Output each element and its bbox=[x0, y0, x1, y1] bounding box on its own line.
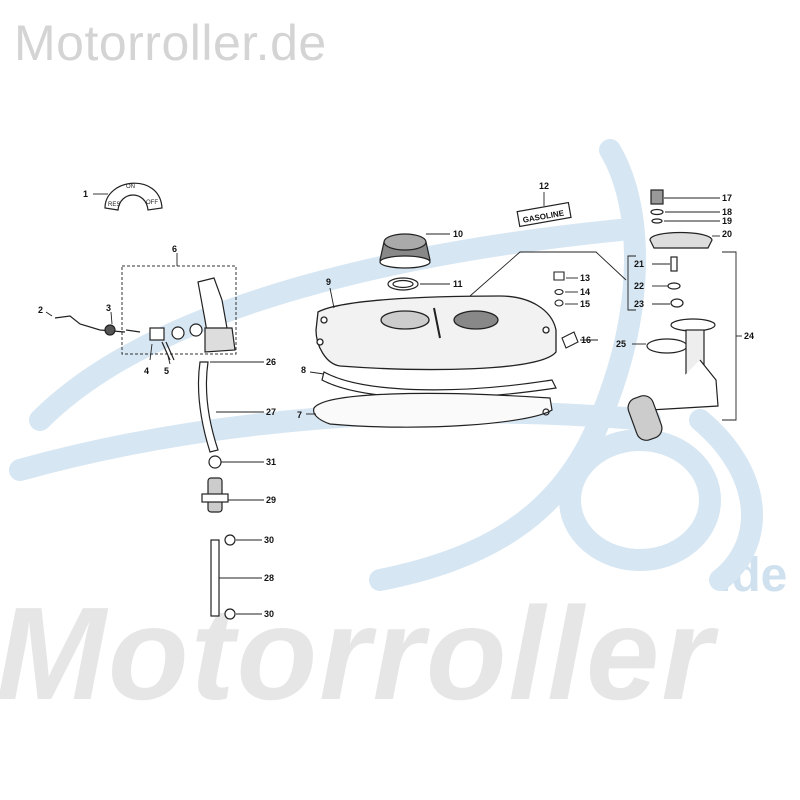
part-number: 21 bbox=[634, 259, 644, 269]
part-number: 29 bbox=[266, 495, 276, 505]
fuel-cap bbox=[379, 233, 431, 291]
part-number: 30 bbox=[264, 609, 274, 619]
part-number: 7 bbox=[297, 410, 302, 420]
part-number: 1 bbox=[83, 189, 88, 199]
tank-clip bbox=[561, 331, 579, 349]
part-number: 17 bbox=[722, 193, 732, 203]
valve-label-off: OFF bbox=[146, 200, 158, 206]
fuel-hose bbox=[197, 361, 236, 620]
watermark-large: Motorroller bbox=[0, 580, 715, 727]
valve-selector-plate: RES ON OFF bbox=[104, 182, 163, 211]
tank-gasket-and-tray bbox=[313, 371, 557, 428]
part-number: 2 bbox=[38, 305, 43, 315]
part-number: 14 bbox=[580, 287, 590, 297]
part-number: 16 bbox=[581, 335, 591, 345]
screw-set-13-15 bbox=[553, 271, 565, 307]
leader-lines bbox=[45, 192, 742, 615]
assembly-box-6 bbox=[121, 265, 237, 355]
part-number: 24 bbox=[744, 331, 754, 341]
part-number: 12 bbox=[539, 181, 549, 191]
part-number: 18 bbox=[722, 207, 732, 217]
fuel-tap-assembly bbox=[54, 277, 236, 361]
part-number: 23 bbox=[634, 299, 644, 309]
part-number: 20 bbox=[722, 229, 732, 239]
fuel-sender-assembly bbox=[627, 189, 719, 441]
gasoline-label-sticker: GASOLINE bbox=[516, 201, 572, 228]
valve-label-res: RES bbox=[108, 202, 120, 208]
part-number: 3 bbox=[106, 303, 111, 313]
part-number: 5 bbox=[164, 366, 169, 376]
part-number: 31 bbox=[266, 457, 276, 467]
fuel-tank bbox=[315, 295, 557, 371]
watermark-top: Motorroller.de bbox=[14, 15, 327, 71]
part-number: 25 bbox=[616, 339, 626, 349]
valve-label-on: ON bbox=[126, 184, 135, 190]
part-number: 28 bbox=[264, 573, 274, 583]
part-number: 15 bbox=[580, 299, 590, 309]
part-number: 30 bbox=[264, 535, 274, 545]
part-number: 26 bbox=[266, 357, 276, 367]
scooter-watermark-icon bbox=[9, 139, 763, 591]
part-number: 11 bbox=[453, 279, 463, 289]
part-number: 13 bbox=[580, 273, 590, 283]
part-numbers: 1 2 3 4 5 6 7 8 9 10 11 12 13 14 15 16 1… bbox=[38, 181, 754, 619]
part-number: 22 bbox=[634, 281, 644, 291]
part-number: 4 bbox=[144, 366, 149, 376]
part-number: 10 bbox=[453, 229, 463, 239]
part-number: 19 bbox=[722, 216, 732, 226]
part-number: 9 bbox=[326, 277, 331, 287]
part-number: 6 bbox=[172, 244, 177, 254]
part-number: 27 bbox=[266, 407, 276, 417]
part-number: 8 bbox=[301, 365, 306, 375]
